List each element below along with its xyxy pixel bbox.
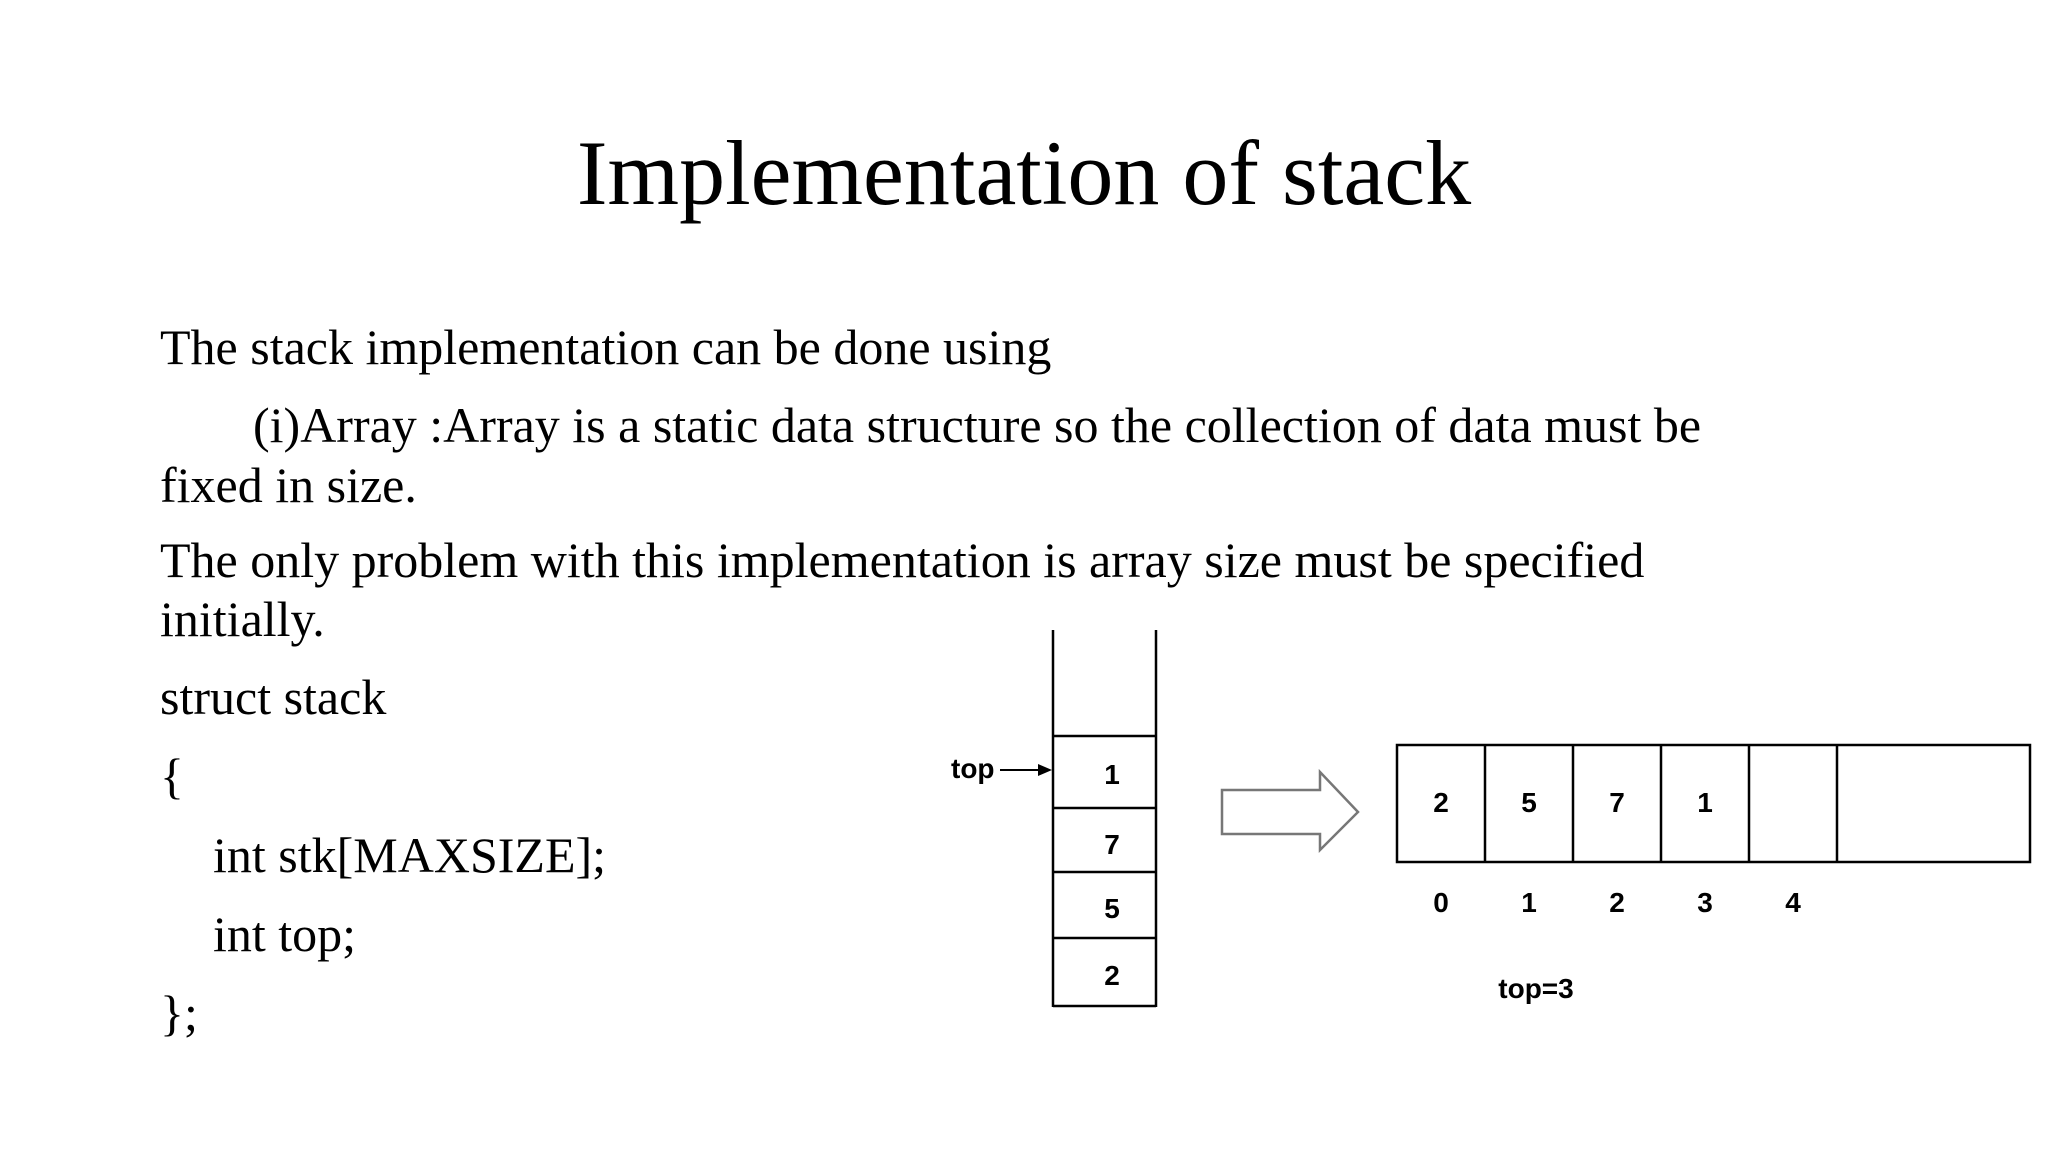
- stack-cell-2: 7: [1104, 829, 1120, 860]
- slide-title: Implementation of stack: [576, 122, 1472, 224]
- problem-line-1: The only problem with this implementatio…: [160, 532, 1645, 588]
- code-close-brace: };: [160, 985, 198, 1041]
- array-cell-3: 1: [1697, 787, 1713, 818]
- array-cell-1: 5: [1521, 787, 1537, 818]
- array-cell-0: 2: [1433, 787, 1449, 818]
- code-open-brace: {: [160, 748, 184, 804]
- stack-cell-3: 5: [1104, 893, 1120, 924]
- top-value-caption: top=3: [1498, 973, 1573, 1004]
- code-stk-line: int stk[MAXSIZE];: [213, 827, 607, 883]
- top-pointer-label: top: [951, 753, 995, 784]
- array-index-2: 2: [1609, 887, 1625, 918]
- vertical-stack: [1051, 630, 1158, 1008]
- array-point-line-2: fixed in size.: [160, 457, 417, 513]
- top-pointer-arrowhead: [1038, 764, 1052, 776]
- intro-line: The stack implementation can be done usi…: [160, 319, 1052, 375]
- code-top-line: int top;: [213, 906, 357, 962]
- stack-cell-1: 1: [1104, 759, 1120, 790]
- stack-cell-4: 2: [1104, 960, 1120, 991]
- code-struct-line: struct stack: [160, 669, 387, 725]
- array-index-0: 0: [1433, 887, 1449, 918]
- array-index-1: 1: [1521, 887, 1537, 918]
- problem-line-2: initially.: [160, 591, 325, 647]
- transform-arrow: [1220, 768, 1360, 854]
- array-index-3: 3: [1697, 887, 1713, 918]
- array-point-line-1: (i)Array :Array is a static data structu…: [253, 397, 1702, 453]
- array-cell-2: 7: [1609, 787, 1625, 818]
- horizontal-array: [1395, 743, 2032, 864]
- array-index-4: 4: [1785, 887, 1801, 918]
